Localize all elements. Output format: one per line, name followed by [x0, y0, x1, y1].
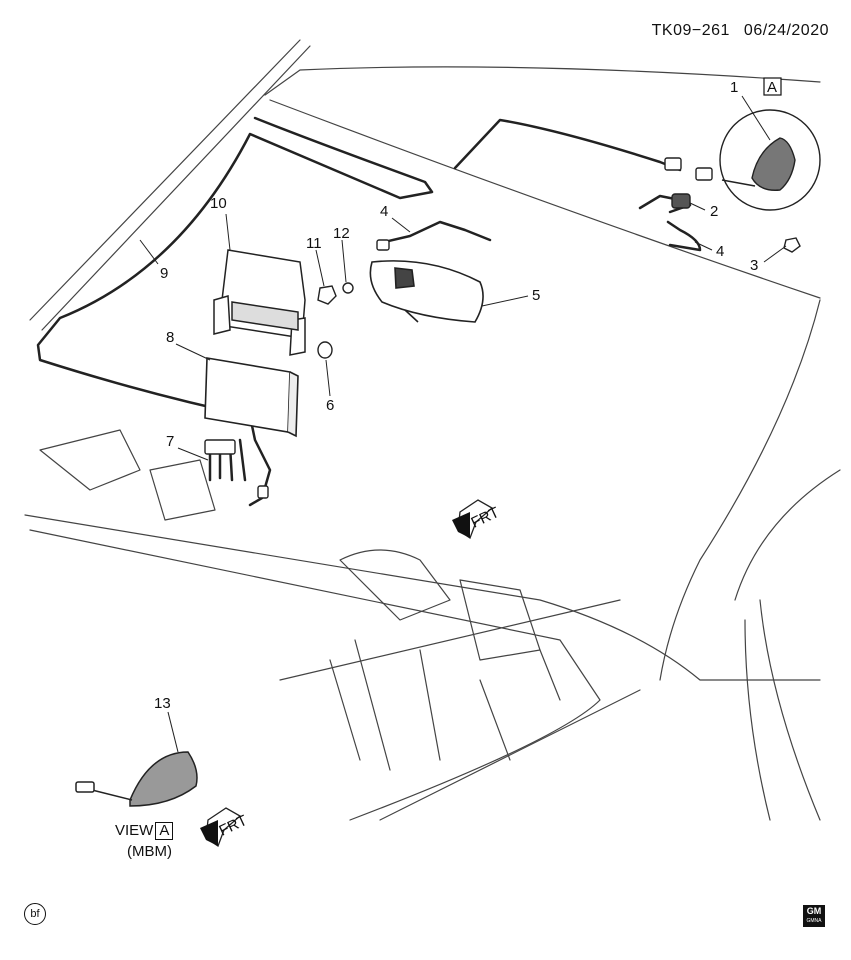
- callout-4a: 4: [380, 203, 388, 220]
- gm-logo-text: GM: [806, 906, 822, 916]
- harness-roof: [453, 118, 682, 172]
- roof-outline: [29, 39, 311, 331]
- bf-badge: bf: [24, 903, 46, 925]
- bolt-12: [342, 282, 354, 294]
- leader-13: [167, 711, 179, 753]
- windshield-bottom-edge: [269, 99, 821, 299]
- harness-9: [36, 116, 434, 507]
- front-arrow-lower: FRT: [200, 807, 250, 847]
- lead-4-lower: [666, 220, 702, 252]
- connector-7: [204, 439, 236, 455]
- callout-5: 5: [532, 287, 540, 304]
- callout-numbers: 1 2 3 4 4 5 6 7 8 9 10 11 12 13: [154, 79, 758, 712]
- leader-11: [315, 249, 325, 287]
- washer-6: [317, 341, 333, 359]
- connector-roof-a: [664, 157, 682, 171]
- svg-text:A: A: [767, 79, 777, 96]
- leader-10: [225, 213, 231, 251]
- callout-11: 11: [306, 235, 322, 252]
- dash-lower: [29, 529, 601, 821]
- leader-2: [689, 202, 706, 211]
- callout-4b: 4: [716, 243, 724, 260]
- door-frame: [734, 469, 841, 821]
- module-8: [204, 357, 291, 433]
- leader-8: [175, 343, 211, 361]
- antenna-2-clip: [671, 193, 691, 209]
- windshield-top-edge: [264, 66, 821, 96]
- leader-3: [763, 245, 787, 263]
- diagram-date: 06/24/2020: [743, 22, 829, 39]
- callout-10: 10: [210, 195, 227, 212]
- a-pillar: [659, 299, 821, 681]
- antenna-13: [129, 751, 198, 807]
- harness-7: [208, 438, 247, 482]
- gm-logo: GM GMNA: [803, 905, 825, 927]
- leader-1: [741, 95, 771, 141]
- callout-1: 1: [730, 79, 738, 96]
- view-marker-A: A: [763, 77, 782, 96]
- leader-12: [341, 239, 347, 283]
- connector-mirror: [376, 239, 390, 251]
- gm-logo-sub: GMNA: [806, 918, 822, 924]
- connector-13: [75, 781, 95, 793]
- leader-9: [139, 239, 159, 265]
- diagram-code: TK09−261: [651, 22, 730, 39]
- connector-roof-b: [695, 167, 713, 181]
- callout-2: 2: [710, 203, 718, 220]
- view-label-letter: A: [155, 822, 174, 840]
- cowl-line: [279, 599, 641, 821]
- callout-8: 8: [166, 329, 174, 346]
- leader-6: [325, 359, 331, 397]
- view-label-prefix: VIEW: [115, 822, 154, 839]
- callout-13: 13: [154, 695, 171, 712]
- callout-9: 9: [160, 265, 168, 282]
- steering-column: [329, 639, 561, 771]
- dash-top: [24, 514, 821, 681]
- leader-4a: [391, 217, 411, 233]
- callout-12: 12: [333, 225, 350, 242]
- mirror-5: [369, 260, 484, 323]
- leader-5: [481, 295, 529, 307]
- antenna-1: [751, 137, 796, 191]
- view-label-sub: (MBM): [127, 843, 172, 860]
- harness-mirror: [378, 220, 492, 245]
- connector-harness-end: [257, 485, 269, 499]
- leader-4b: [694, 241, 713, 251]
- diagram-header: TK09−261 06/24/2020: [652, 22, 829, 40]
- nut-3: [783, 237, 801, 253]
- front-arrow-upper: FRT: [452, 499, 502, 539]
- callout-3: 3: [750, 257, 758, 274]
- callout-6: 6: [326, 397, 334, 414]
- leader-7: [177, 447, 209, 461]
- dash-structure: [39, 429, 541, 661]
- nut-11: [317, 285, 337, 305]
- callout-7: 7: [166, 433, 174, 450]
